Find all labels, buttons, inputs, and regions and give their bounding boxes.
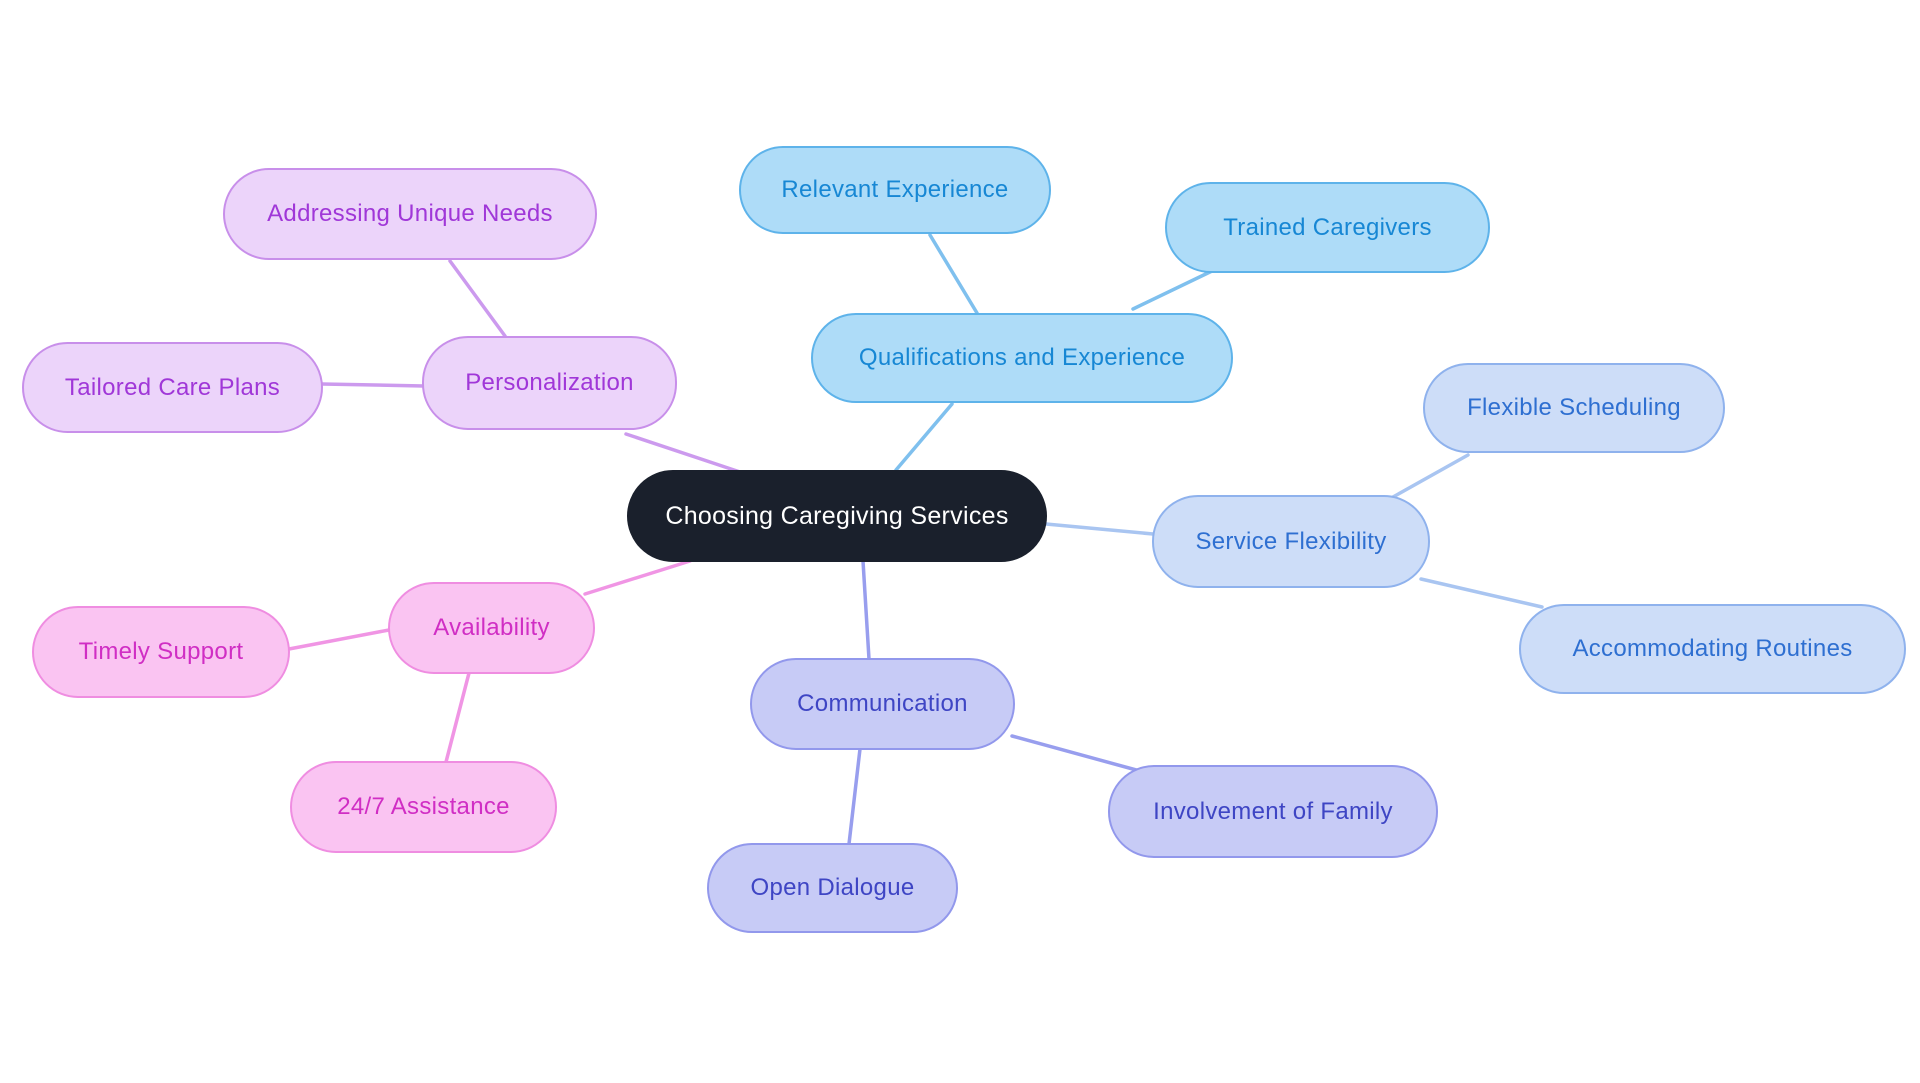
- node-label: Accommodating Routines: [1572, 635, 1853, 662]
- edge-service-accommodating-routines: [1419, 577, 1544, 609]
- node-label: Involvement of Family: [1153, 797, 1393, 825]
- node-flexible-scheduling[interactable]: Flexible Scheduling: [1423, 363, 1725, 453]
- node-relevant-experience[interactable]: Relevant Experience: [739, 146, 1051, 234]
- node-label: 24/7 Assistance: [337, 793, 510, 820]
- node-label: Availability: [433, 614, 550, 641]
- edge-availability-timely-support: [287, 628, 391, 651]
- node-label: Choosing Caregiving Services: [665, 501, 1009, 530]
- edge-communication-open-dialogue: [847, 747, 862, 846]
- node-label: Relevant Experience: [781, 176, 1009, 203]
- node-label: Service Flexibility: [1195, 527, 1387, 555]
- node-label: Communication: [797, 690, 968, 717]
- edge-service-flexible-scheduling: [1391, 453, 1470, 499]
- node-timely-support[interactable]: Timely Support: [32, 606, 290, 698]
- node-label: Tailored Care Plans: [64, 373, 281, 401]
- edge-qualifications-relevant-experience: [928, 233, 979, 315]
- node-label: Timely Support: [78, 638, 244, 665]
- edge-central-availability: [583, 559, 692, 596]
- node-involvement-of-family[interactable]: Involvement of Family: [1108, 765, 1438, 858]
- node-label: Addressing Unique Needs: [267, 200, 553, 227]
- node-service-flexibility[interactable]: Service Flexibility: [1152, 495, 1430, 588]
- edge-central-qualifications: [894, 402, 954, 472]
- edge-central-service-flexibility: [1044, 522, 1155, 536]
- node-qualifications-and-experience[interactable]: Qualifications and Experience: [811, 313, 1233, 403]
- node-24-7-assistance[interactable]: 24/7 Assistance: [290, 761, 557, 853]
- node-communication[interactable]: Communication: [750, 658, 1015, 750]
- edge-personalization-tailored-care-plans: [320, 382, 426, 388]
- edge-qualifications-trained-caregivers: [1131, 269, 1214, 311]
- node-open-dialogue[interactable]: Open Dialogue: [707, 843, 958, 933]
- node-personalization[interactable]: Personalization: [422, 336, 677, 430]
- node-label: Trained Caregivers: [1223, 213, 1432, 241]
- edge-communication-involvement-of-family: [1010, 734, 1142, 773]
- edge-personalization-addressing-unique-needs: [448, 259, 507, 338]
- node-tailored-care-plans[interactable]: Tailored Care Plans: [22, 342, 323, 433]
- edge-central-personalization: [624, 432, 742, 474]
- node-label: Personalization: [465, 369, 634, 396]
- node-label: Qualifications and Experience: [858, 344, 1186, 371]
- node-accommodating-routines[interactable]: Accommodating Routines: [1519, 604, 1906, 694]
- edge-availability-247-assistance: [444, 671, 471, 764]
- node-availability[interactable]: Availability: [388, 582, 595, 674]
- edge-central-communication: [861, 559, 871, 661]
- node-addressing-unique-needs[interactable]: Addressing Unique Needs: [223, 168, 597, 260]
- node-label: Flexible Scheduling: [1467, 394, 1681, 421]
- node-central-choosing-caregiving-services[interactable]: Choosing Caregiving Services: [627, 470, 1047, 562]
- node-label: Open Dialogue: [750, 874, 915, 901]
- node-trained-caregivers[interactable]: Trained Caregivers: [1165, 182, 1490, 273]
